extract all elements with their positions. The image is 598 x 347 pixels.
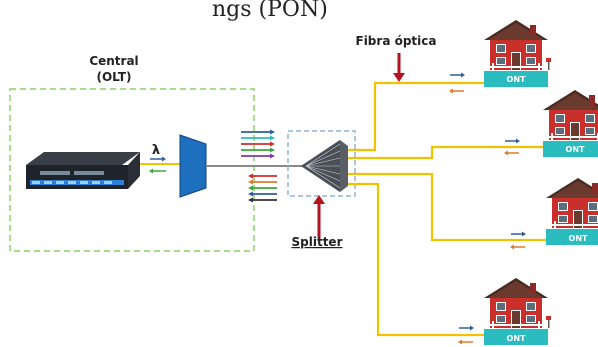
ont-label-2: ONT [566,145,585,154]
fiber-label: Fibra óptica [356,34,437,48]
upstream-arrows [248,174,277,203]
central-subtitle: (OLT) [96,70,131,84]
central-title: Central [89,54,138,68]
ont-label-1: ONT [507,75,526,84]
olt-device-icon [26,152,140,189]
lambda-symbol: λ [152,143,160,158]
downstream-arrows [241,130,275,159]
ont-label-3: ONT [569,234,588,243]
mux-icon [180,135,206,197]
header-fragment: ngs (PON) [212,0,328,22]
splitter-label: Splitter [292,235,343,249]
fiber-arrow-icon [393,53,405,82]
ont-label-4: ONT [507,334,526,343]
splitter-icon [301,140,348,192]
splitter-arrow-icon [313,195,325,238]
